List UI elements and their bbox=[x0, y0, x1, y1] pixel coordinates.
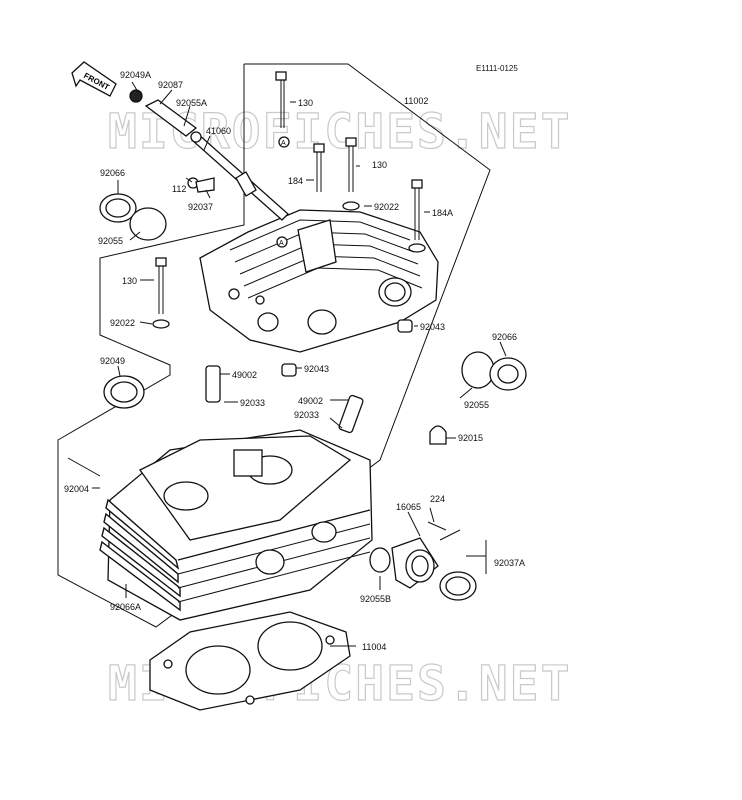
label-92037A: 92037A bbox=[494, 558, 525, 568]
label-130-top: 130 bbox=[298, 98, 313, 108]
label-11004: 11004 bbox=[362, 642, 386, 652]
label-92066-left: 92066 bbox=[100, 168, 125, 178]
label-92043-right: 92043 bbox=[420, 322, 445, 332]
label-130-left: 130 bbox=[122, 276, 137, 286]
front-arrow-icon: FRONT bbox=[71, 61, 117, 97]
head-gasket bbox=[149, 611, 351, 711]
label-92055A: 92055A bbox=[176, 98, 207, 108]
label-92049A: 92049A bbox=[120, 70, 151, 80]
label-92055-right: 92055 bbox=[464, 400, 489, 410]
callout-A-cover: A bbox=[279, 240, 284, 247]
label-92055-left: 92055 bbox=[98, 236, 123, 246]
label-49002-left: 49002 bbox=[232, 370, 257, 380]
cylinder-head-cover bbox=[199, 209, 439, 353]
label-92033-right: 92033 bbox=[294, 410, 319, 420]
label-92055B: 92055B bbox=[360, 594, 391, 604]
label-92087: 92087 bbox=[158, 80, 183, 90]
label-92066A: 92066A bbox=[110, 602, 141, 612]
label-92022-left: 92022 bbox=[110, 318, 135, 328]
reference-code: E1111-0125 bbox=[476, 64, 518, 73]
label-49002-right: 49002 bbox=[298, 396, 323, 406]
label-92015: 92015 bbox=[458, 433, 483, 443]
label-112: 112 bbox=[172, 184, 186, 194]
leader-lines bbox=[92, 81, 507, 647]
label-92049: 92049 bbox=[100, 356, 125, 366]
part-labels: 92049A 92087 92055A 41060 130 11002 9206… bbox=[64, 70, 525, 652]
label-16065: 16065 bbox=[396, 502, 421, 512]
watermark-top: MICROFICHES.NET bbox=[108, 104, 571, 160]
callout-A-marker: A A bbox=[276, 136, 290, 248]
callout-A-top: A bbox=[281, 140, 286, 147]
label-92022-right: 92022 bbox=[374, 202, 399, 212]
label-41060: 41060 bbox=[206, 126, 231, 136]
assembly-outline-upper bbox=[57, 63, 491, 628]
label-92033-left: 92033 bbox=[240, 398, 265, 408]
label-224: 224 bbox=[430, 494, 445, 504]
label-92066-right: 92066 bbox=[492, 332, 517, 342]
seals-and-caps bbox=[99, 177, 527, 445]
label-130-mid: 130 bbox=[372, 160, 387, 170]
bolts-top bbox=[152, 71, 426, 329]
cylinder-head bbox=[67, 365, 373, 621]
inlet-holder bbox=[369, 521, 477, 601]
label-11002: 11002 bbox=[404, 96, 428, 106]
label-184: 184 bbox=[288, 176, 303, 186]
label-92037: 92037 bbox=[188, 202, 213, 212]
label-92004: 92004 bbox=[64, 484, 89, 494]
shaft-assembly bbox=[129, 89, 289, 221]
label-184A: 184A bbox=[432, 208, 453, 218]
label-92043-bottom: 92043 bbox=[304, 364, 329, 374]
